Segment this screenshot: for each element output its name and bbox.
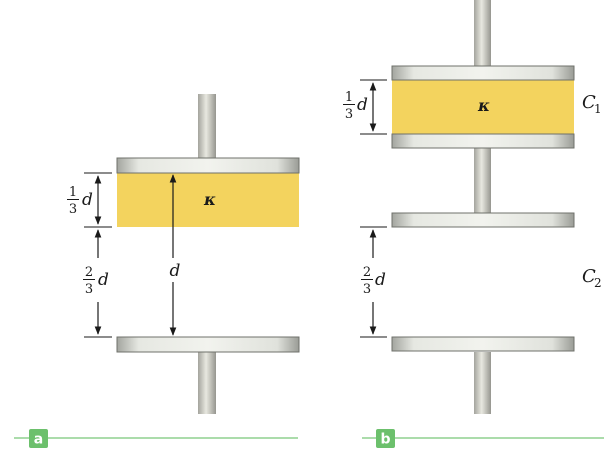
bottom-rod — [474, 352, 491, 414]
svg-text:d: d — [375, 270, 386, 290]
top-rod — [198, 94, 216, 158]
two-thirds-gap-label: 2 3 d — [83, 265, 109, 297]
panel-b-badge — [376, 429, 395, 448]
panel-b: κ 1 3 d 2 3 d C 1 — [343, 0, 604, 448]
svg-text:3: 3 — [85, 282, 93, 297]
c2-label: C 2 — [582, 266, 602, 290]
svg-text:d: d — [357, 95, 368, 115]
svg-text:2: 2 — [363, 265, 371, 280]
svg-text:2: 2 — [594, 276, 602, 290]
top-rod — [474, 0, 491, 66]
c1-dielectric-kappa: κ — [477, 96, 490, 115]
bottom-plate — [116, 336, 300, 353]
c1-label: C 1 — [582, 92, 602, 116]
c2-bottom-plate — [391, 336, 575, 352]
middle-rod — [474, 148, 491, 213]
svg-text:3: 3 — [345, 107, 353, 122]
c1-dielectric-slab — [392, 80, 574, 134]
svg-text:1: 1 — [345, 90, 353, 105]
top-plate — [116, 157, 300, 174]
dielectric-slab — [117, 173, 299, 227]
svg-text:3: 3 — [363, 282, 371, 297]
panel-b-badge-letter: b — [380, 432, 390, 448]
panel-a-badge — [29, 429, 48, 448]
svg-text:C: C — [582, 92, 596, 113]
bottom-rod — [198, 352, 216, 414]
svg-text:2: 2 — [85, 265, 93, 280]
total-gap-label: d — [170, 261, 181, 281]
svg-text:1: 1 — [69, 185, 77, 200]
svg-text:3: 3 — [69, 202, 77, 217]
c1-gap-label: 1 3 d — [343, 90, 368, 122]
svg-text:1: 1 — [594, 102, 602, 116]
c1-bottom-plate — [391, 133, 575, 149]
c1-top-plate — [391, 65, 575, 81]
svg-text:C: C — [582, 266, 596, 287]
svg-text:d: d — [98, 270, 109, 290]
panel-a: κ d 1 3 d 2 3 d a — [14, 94, 300, 448]
panel-a-badge-letter: a — [34, 432, 43, 448]
c2-top-plate — [391, 212, 575, 228]
dielectric-kappa: κ — [203, 190, 216, 209]
svg-text:d: d — [82, 190, 93, 210]
c2-gap-label: 2 3 d — [361, 265, 386, 297]
third-gap-label: 1 3 d — [67, 185, 93, 217]
